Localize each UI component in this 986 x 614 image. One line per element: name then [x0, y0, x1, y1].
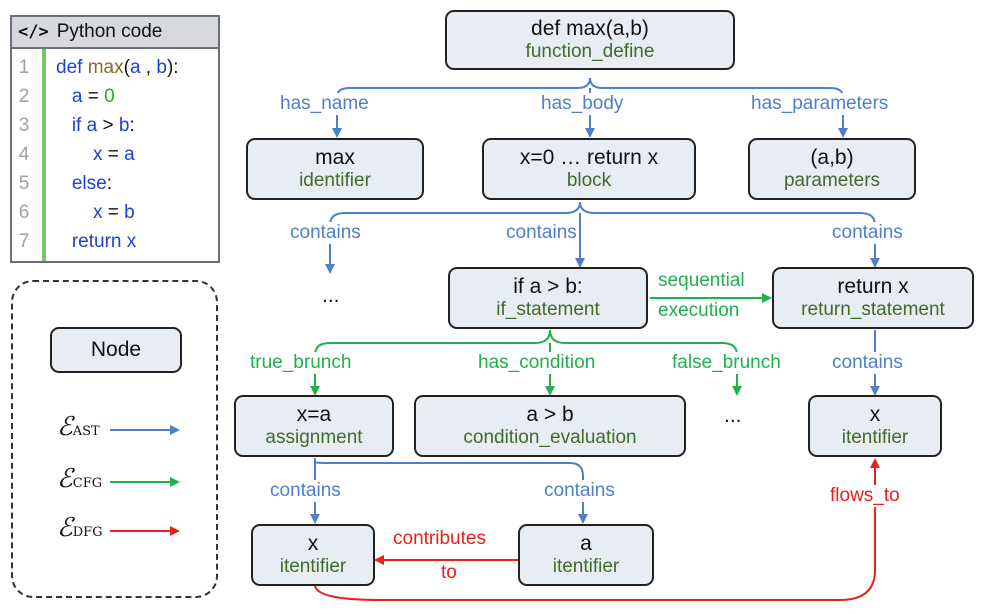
code-line: def max(a , b):: [56, 57, 179, 78]
code-line: if a > b:: [56, 115, 135, 136]
ellipsis-false-branch: ...: [724, 404, 742, 427]
legend-dfg-subscript: DFG: [72, 525, 103, 540]
line-number: 4: [18, 144, 30, 165]
code-line: x = b: [56, 202, 135, 223]
assign-children-bracket: [314, 458, 584, 477]
node-function-define: def max(a,b) function_define: [445, 10, 735, 70]
node-type: condition_evaluation: [463, 427, 637, 448]
edge-flows-to: [314, 458, 880, 601]
label-contains-mid: contains: [506, 222, 577, 244]
node-condition-evaluation: a > b condition_evaluation: [414, 395, 686, 457]
legend-dfg-symbol: ℰDFG: [57, 513, 103, 543]
line-number: 5: [18, 173, 30, 194]
legend-box: Node ℰAST ℰCFG ℰDFG: [11, 280, 218, 598]
line-number: 6: [18, 202, 30, 223]
legend-ast-subscript: AST: [72, 424, 100, 439]
legend-cfg-symbol: ℰCFG: [57, 464, 103, 494]
line-number-gutter: 1 2 3 4 5 6 7: [12, 49, 46, 261]
ellipsis-more-children: ...: [322, 284, 340, 307]
node-type: assignment: [265, 427, 363, 448]
node-label: a > b: [526, 403, 574, 426]
label-execution: execution: [658, 300, 740, 321]
legend-node-label: Node: [90, 338, 142, 361]
node-type: itentifier: [552, 556, 620, 577]
code-line: else:: [56, 173, 112, 194]
node-assign-a-identifier: a itentifier: [518, 524, 654, 586]
code-icon: </>: [18, 22, 49, 42]
node-type: if_statement: [496, 299, 600, 320]
legend-cfg-subscript: CFG: [72, 476, 103, 491]
label-has-body: has_body: [541, 93, 624, 115]
label-has-condition: has_condition: [478, 352, 596, 374]
python-code-panel: </> Python code 1 2 3 4 5 6 7 def max(a …: [10, 15, 220, 263]
node-type: return_statement: [801, 299, 945, 320]
node-label: return x: [837, 275, 909, 298]
code-panel-header: </> Python code: [12, 17, 218, 49]
node-parameters: (a,b) parameters: [748, 138, 916, 200]
label-contains-left: contains: [290, 222, 361, 244]
code-line: return x: [56, 231, 137, 252]
node-max-identifier: max identifier: [246, 138, 424, 200]
label-flows-to: flows_to: [830, 485, 900, 507]
node-if-statement: if a > b: if_statement: [448, 267, 648, 329]
node-label: x: [307, 532, 319, 555]
node-assign-x-identifier: x itentifier: [251, 524, 375, 586]
node-label: x=0 … return x: [519, 146, 659, 169]
label-contains-ret: contains: [832, 352, 903, 374]
node-label: max: [315, 146, 355, 169]
line-number: 3: [18, 115, 30, 136]
root-children-bracket: [336, 77, 844, 98]
if-children-bracket: [314, 329, 738, 356]
label-contains-assign-a: contains: [544, 480, 615, 502]
label-true-branch: true_brunch: [250, 352, 352, 374]
node-return-x-identifier: x itentifier: [808, 395, 942, 457]
label-has-name: has_name: [280, 93, 369, 115]
legend-ast-symbol: ℰAST: [57, 412, 100, 442]
label-contains-assign-x: contains: [270, 480, 341, 502]
block-children-bracket: [329, 201, 876, 226]
code-panel-title: Python code: [56, 21, 163, 42]
label-false-branch: false_brunch: [672, 352, 781, 374]
node-type: block: [566, 170, 612, 191]
label-sequential: sequential: [658, 270, 745, 292]
node-assignment: x=a assignment: [234, 395, 394, 457]
node-return-statement: return x return_statement: [772, 267, 974, 329]
label-has-parameters: has_parameters: [751, 93, 889, 115]
node-type: identifier: [299, 170, 371, 191]
node-type: function_define: [525, 41, 655, 62]
label-contains-right: contains: [832, 222, 903, 244]
line-number: 1: [18, 57, 30, 78]
label-contributes: contributes: [393, 528, 486, 549]
node-label: (a,b): [810, 146, 854, 169]
code-line: x = a: [56, 144, 135, 165]
node-label: x=a: [296, 403, 332, 426]
node-label: def max(a,b): [531, 17, 649, 40]
legend-node-sample: Node: [50, 327, 182, 373]
node-block: x=0 … return x block: [482, 138, 696, 200]
node-type: itentifier: [279, 556, 347, 577]
node-label: if a > b:: [513, 275, 583, 298]
line-number: 7: [18, 231, 30, 252]
code-line: a = 0: [56, 86, 115, 107]
line-number: 2: [18, 86, 30, 107]
node-label: a: [580, 532, 592, 555]
label-contributes-to: to: [441, 562, 457, 583]
node-type: itentifier: [841, 427, 909, 448]
node-label: x: [869, 403, 881, 426]
node-type: parameters: [783, 170, 881, 191]
